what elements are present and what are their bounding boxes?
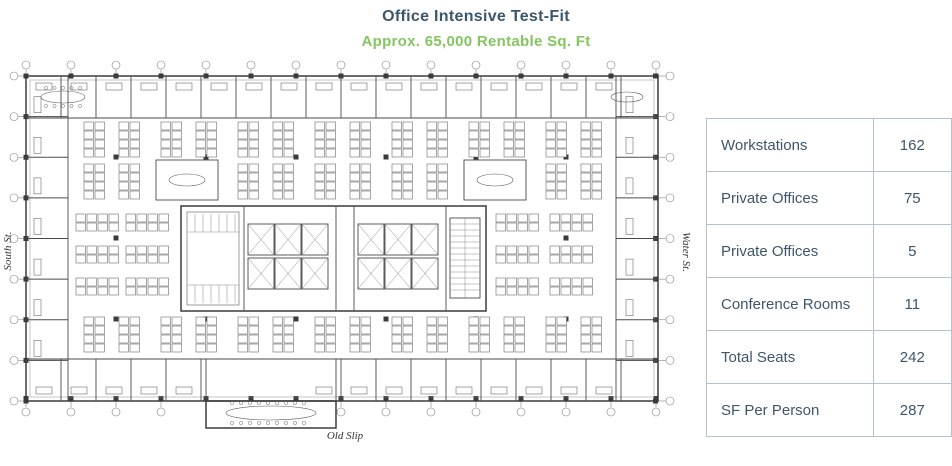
table-row: Private Offices 5 <box>706 224 952 278</box>
metric-label: Private Offices <box>706 224 874 278</box>
metric-label: Conference Rooms <box>706 277 874 331</box>
page-subtitle: Approx. 65,000 Rentable Sq. Ft <box>361 33 591 50</box>
conference-rooms <box>40 86 644 425</box>
metric-label: Workstations <box>706 118 874 172</box>
table-row: Private Offices 75 <box>706 171 952 225</box>
table-row: Workstations 162 <box>706 118 952 172</box>
floor-plan <box>9 60 675 429</box>
metric-label: Total Seats <box>706 330 874 384</box>
street-label-water: Water St. <box>680 232 692 272</box>
metric-value: 162 <box>872 118 952 172</box>
metric-value: 5 <box>872 224 952 278</box>
street-label-old-slip: Old Slip <box>326 430 364 442</box>
table-row: Total Seats 242 <box>706 330 952 384</box>
metric-value: 11 <box>872 277 952 331</box>
street-label-south: South St. <box>2 231 14 271</box>
metric-value: 242 <box>872 330 952 384</box>
metric-label: Private Offices <box>706 171 874 225</box>
metric-value: 75 <box>872 171 952 225</box>
header: Office Intensive Test-Fit Approx. 65,000… <box>0 8 952 50</box>
page-title: Office Intensive Test-Fit <box>382 8 570 25</box>
metric-label: SF Per Person <box>706 383 874 437</box>
open-plan-workstations <box>75 121 602 353</box>
summary-table: Workstations 162 Private Offices 75 Priv… <box>706 118 952 437</box>
floor-plan-area: South St. Water St. Old Slip <box>2 56 706 460</box>
column-grid <box>9 60 675 417</box>
table-row: SF Per Person 287 <box>706 383 952 437</box>
table-row: Conference Rooms 11 <box>706 277 952 331</box>
metric-value: 287 <box>872 383 952 437</box>
building-core <box>180 205 487 312</box>
